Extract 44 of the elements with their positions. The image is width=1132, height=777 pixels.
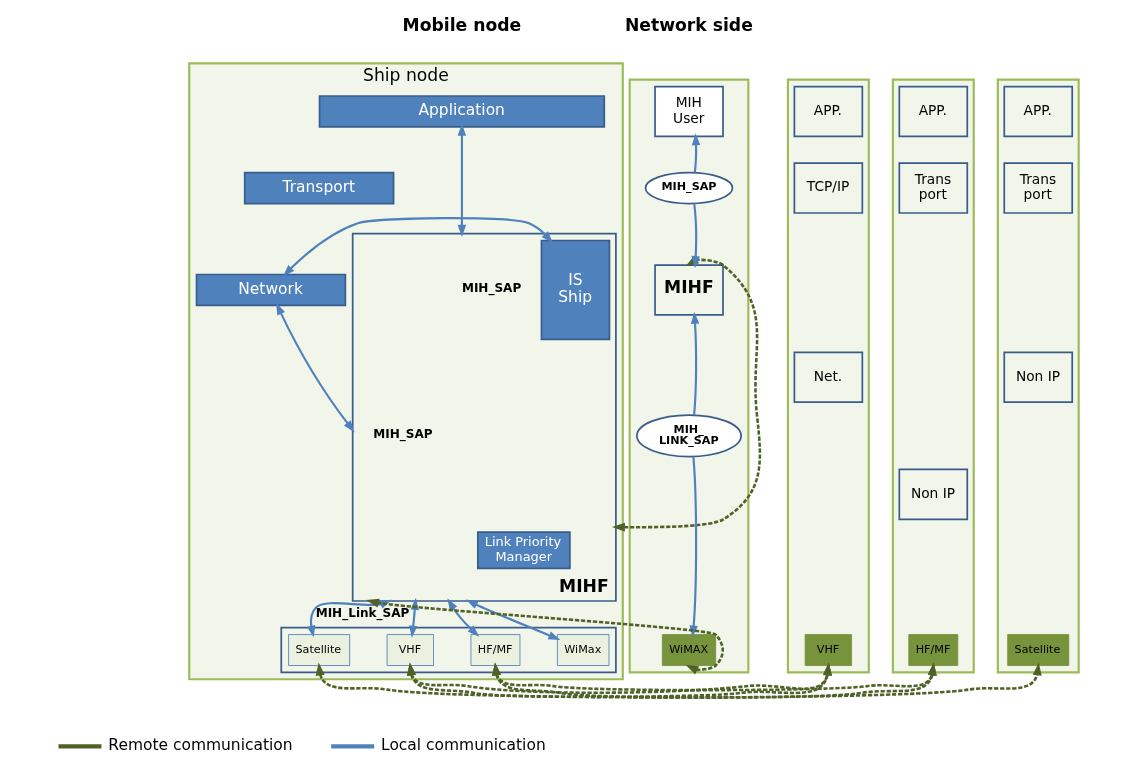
arrow <box>447 598 480 637</box>
arrow <box>690 311 700 416</box>
node-ellipse: MIH_ LINK_SAP <box>636 414 742 458</box>
node-box: Net. <box>793 351 864 404</box>
node-box: MIH User <box>654 85 724 138</box>
label: Mobile node <box>402 14 522 35</box>
node-box: HF/MF <box>908 634 959 666</box>
arrow <box>689 456 698 638</box>
edge-label: MIH_SAP <box>373 427 433 442</box>
node-box: MIHF <box>654 264 724 316</box>
edge-label: MIH_Link_SAP <box>315 605 410 620</box>
node-ellipse: MIH_SAP <box>644 171 734 205</box>
node-box: VHF <box>386 634 434 666</box>
node-box: Non IP <box>1003 351 1074 404</box>
node-box: WiMax <box>556 634 610 666</box>
edge-label: MIH_SAP <box>461 281 522 296</box>
node-box: Trans port <box>1003 162 1074 214</box>
node-box: IS Ship <box>540 239 611 341</box>
arrow <box>465 599 561 640</box>
node-box: HF/MF <box>470 634 521 666</box>
label: Network side <box>624 14 753 35</box>
node-box: Application <box>318 95 606 128</box>
node-box: Link Priority Manager <box>476 531 571 570</box>
node-box: Satellite <box>288 634 351 666</box>
node-box: Non IP <box>898 468 969 521</box>
node-box: VHF <box>804 634 852 666</box>
node-box: APP. <box>1003 85 1074 138</box>
arrow <box>282 217 553 277</box>
node-box: Transport <box>243 171 395 205</box>
node-box: TCP/IP <box>793 162 864 214</box>
node-box: APP. <box>793 85 864 138</box>
node-box: APP. <box>898 85 969 138</box>
node-box: Satellite <box>1007 634 1070 666</box>
arrow <box>306 599 392 638</box>
node-box: Network <box>195 273 347 307</box>
arrow <box>691 133 701 173</box>
node-box: Trans port <box>898 162 969 214</box>
arrow <box>457 123 467 237</box>
legend-label: Local communication <box>381 736 546 755</box>
arrow <box>691 203 700 269</box>
legend-label: Remote communication <box>108 736 293 755</box>
arrow <box>276 302 355 433</box>
arrow <box>409 597 419 638</box>
node-box: WiMAX <box>661 634 717 666</box>
